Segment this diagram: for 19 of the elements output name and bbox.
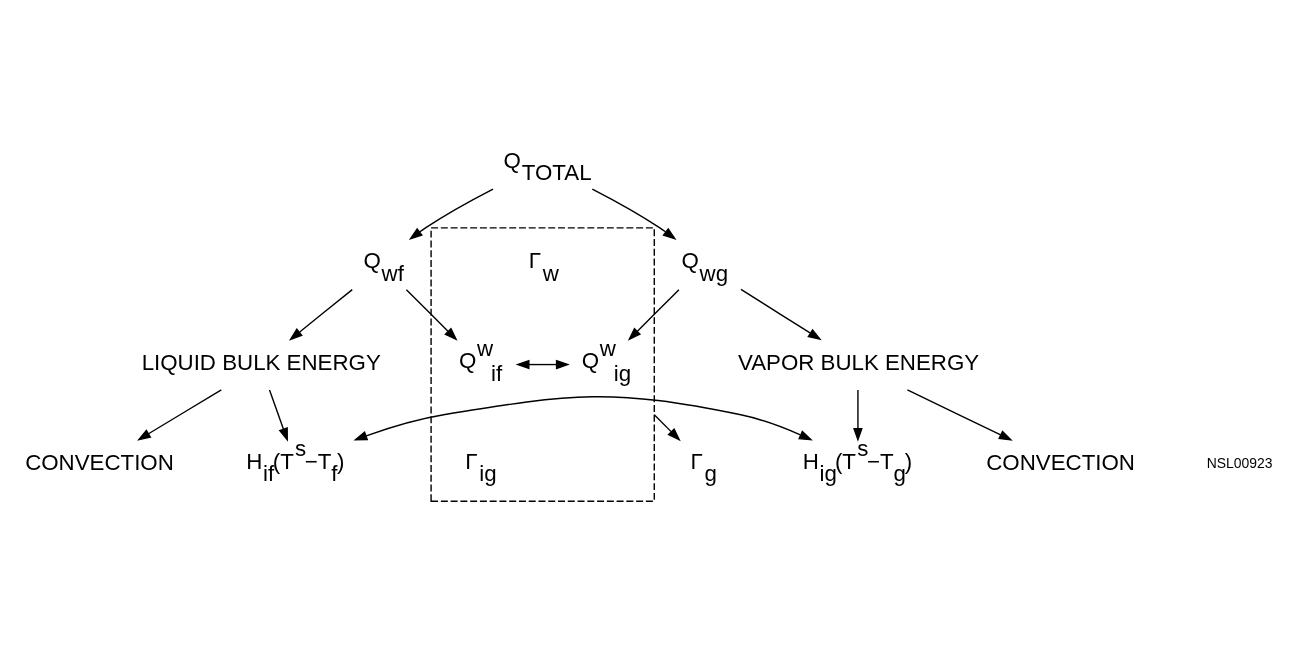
- node-text: VAPOR BULK ENERGY: [737, 349, 980, 375]
- arrow: [268, 388, 288, 442]
- node-text: LIQUID BULK ENERGY: [141, 349, 381, 375]
- arrow: [627, 288, 680, 341]
- arrow: [137, 388, 222, 441]
- arrow: [288, 288, 353, 341]
- arrow: [653, 413, 681, 441]
- arrow: [906, 388, 1013, 441]
- node-text: CONVECTION: [25, 449, 174, 475]
- arrow: [591, 187, 677, 240]
- arrow: [408, 187, 494, 240]
- label: NSL00923: [1206, 454, 1273, 471]
- arrow: [515, 359, 570, 369]
- cluster: [430, 226, 655, 502]
- node-text: CONVECTION: [986, 449, 1135, 475]
- arrow: [740, 288, 822, 340]
- arrow: [405, 288, 458, 341]
- arrow: [353, 395, 813, 441]
- arrow: [853, 388, 863, 442]
